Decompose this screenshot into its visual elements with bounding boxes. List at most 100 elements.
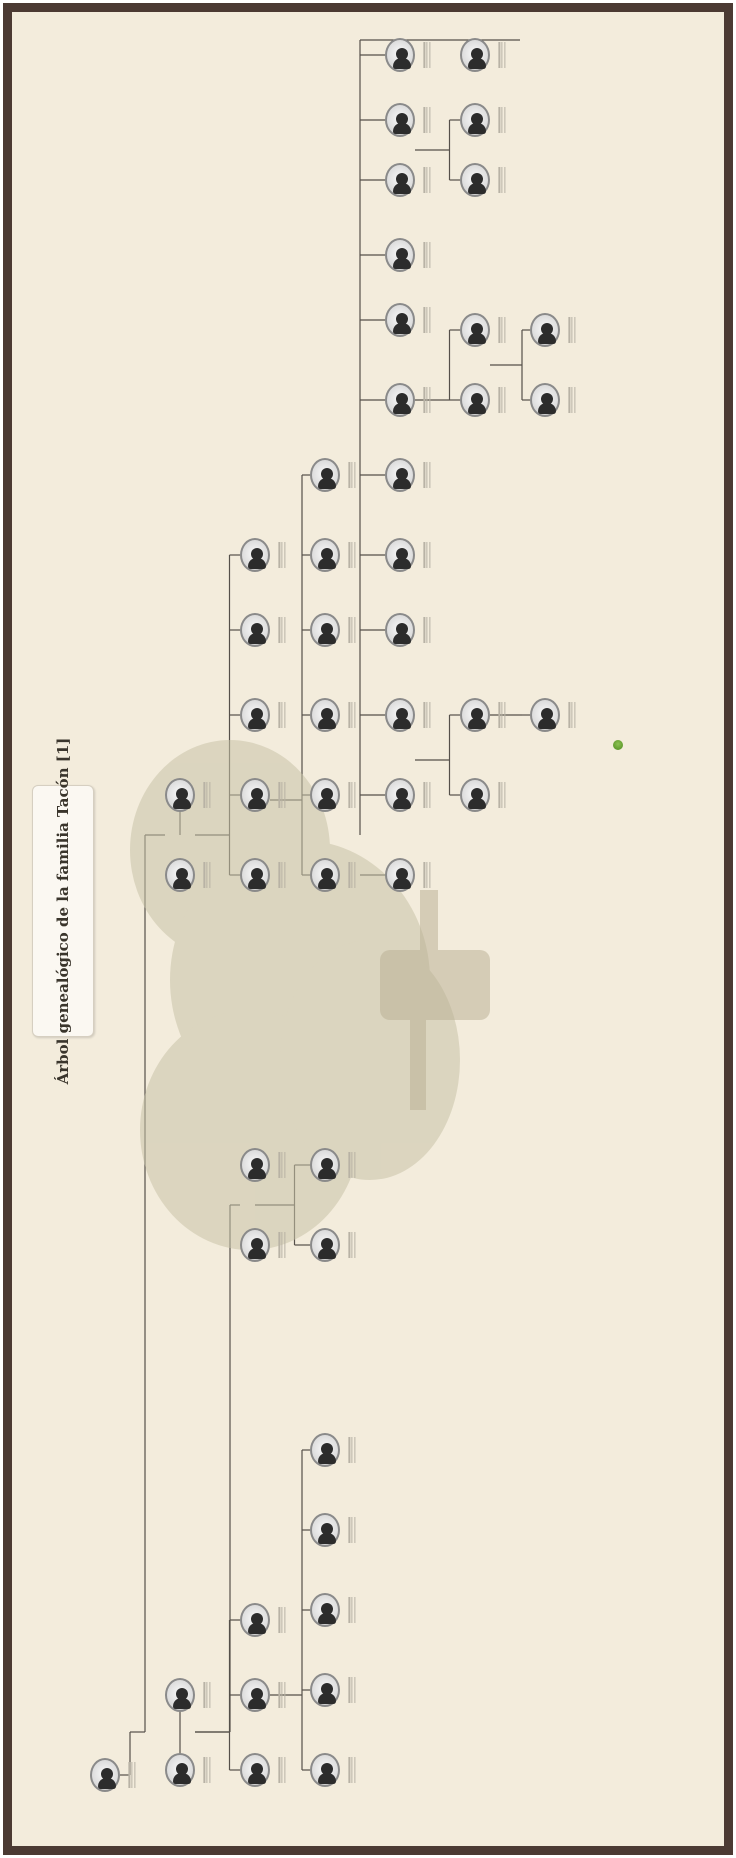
person-node[interactable]: [165, 1753, 217, 1787]
person-node[interactable]: [385, 238, 437, 272]
person-label: [270, 699, 294, 731]
person-label: [415, 304, 439, 336]
silhouette-body-icon: [318, 478, 336, 489]
person-label: [560, 384, 584, 416]
person-node[interactable]: [310, 1513, 362, 1547]
portrait-frame: [385, 778, 415, 812]
silhouette-body-icon: [393, 558, 411, 569]
person-node[interactable]: [460, 163, 512, 197]
person-label: [270, 1604, 294, 1636]
portrait-frame: [310, 698, 340, 732]
person-node[interactable]: [530, 698, 582, 732]
person-node[interactable]: [90, 1758, 142, 1792]
person-node[interactable]: [385, 163, 437, 197]
person-node[interactable]: [460, 313, 512, 347]
person-node[interactable]: [240, 1678, 292, 1712]
person-label: [415, 39, 439, 71]
person-label: [270, 1149, 294, 1181]
silhouette-body-icon: [468, 798, 486, 809]
silhouette-body-icon: [468, 123, 486, 134]
person-label: [560, 314, 584, 346]
person-label: [270, 614, 294, 646]
person-label: [195, 1679, 219, 1711]
person-node[interactable]: [240, 1228, 292, 1262]
portrait-frame: [385, 303, 415, 337]
silhouette-body-icon: [538, 333, 556, 344]
person-node[interactable]: [385, 613, 437, 647]
person-node[interactable]: [165, 858, 217, 892]
person-node[interactable]: [310, 1673, 362, 1707]
person-node[interactable]: [165, 1678, 217, 1712]
person-node[interactable]: [240, 1603, 292, 1637]
portrait-frame: [310, 458, 340, 492]
portrait-frame: [460, 163, 490, 197]
person-label: [340, 1594, 364, 1626]
person-node[interactable]: [310, 538, 362, 572]
person-node[interactable]: [310, 458, 362, 492]
person-node[interactable]: [310, 778, 362, 812]
person-label: [415, 699, 439, 731]
person-node[interactable]: [310, 613, 362, 647]
person-node[interactable]: [310, 698, 362, 732]
silhouette-body-icon: [538, 403, 556, 414]
portrait-frame: [460, 698, 490, 732]
person-node[interactable]: [460, 383, 512, 417]
silhouette-body-icon: [318, 1693, 336, 1704]
person-node[interactable]: [310, 1433, 362, 1467]
portrait-frame: [165, 1678, 195, 1712]
person-node[interactable]: [385, 778, 437, 812]
person-node[interactable]: [385, 538, 437, 572]
portrait-frame: [240, 1228, 270, 1262]
person-node[interactable]: [310, 1753, 362, 1787]
person-node[interactable]: [165, 778, 217, 812]
person-node[interactable]: [385, 858, 437, 892]
silhouette-body-icon: [318, 1613, 336, 1624]
person-node[interactable]: [385, 458, 437, 492]
silhouette-body-icon: [248, 1623, 266, 1634]
person-node[interactable]: [240, 1753, 292, 1787]
portrait-frame: [460, 778, 490, 812]
person-node[interactable]: [460, 698, 512, 732]
person-label: [340, 779, 364, 811]
person-node[interactable]: [240, 698, 292, 732]
silhouette-body-icon: [318, 878, 336, 889]
person-node[interactable]: [385, 383, 437, 417]
person-label: [415, 459, 439, 491]
person-node[interactable]: [460, 103, 512, 137]
person-label: [195, 859, 219, 891]
portrait-frame: [310, 1433, 340, 1467]
person-node[interactable]: [240, 613, 292, 647]
person-node[interactable]: [460, 778, 512, 812]
person-node[interactable]: [385, 103, 437, 137]
silhouette-body-icon: [248, 633, 266, 644]
person-node[interactable]: [460, 38, 512, 72]
person-node[interactable]: [385, 38, 437, 72]
person-node[interactable]: [240, 778, 292, 812]
silhouette-body-icon: [248, 878, 266, 889]
portrait-frame: [90, 1758, 120, 1792]
person-node[interactable]: [530, 383, 582, 417]
silhouette-body-icon: [538, 718, 556, 729]
person-label: [490, 104, 514, 136]
portrait-frame: [385, 858, 415, 892]
person-node[interactable]: [310, 1228, 362, 1262]
silhouette-body-icon: [98, 1778, 116, 1789]
person-label: [340, 699, 364, 731]
person-label: [340, 459, 364, 491]
portrait-frame: [530, 698, 560, 732]
person-node[interactable]: [240, 538, 292, 572]
silhouette-body-icon: [318, 1533, 336, 1544]
silhouette-body-icon: [173, 1698, 191, 1709]
person-node[interactable]: [240, 1148, 292, 1182]
silhouette-body-icon: [393, 258, 411, 269]
person-node[interactable]: [240, 858, 292, 892]
person-node[interactable]: [385, 303, 437, 337]
person-node[interactable]: [310, 858, 362, 892]
person-node[interactable]: [530, 313, 582, 347]
person-node[interactable]: [310, 1148, 362, 1182]
silhouette-body-icon: [248, 558, 266, 569]
silhouette-body-icon: [468, 333, 486, 344]
person-node[interactable]: [385, 698, 437, 732]
person-node[interactable]: [310, 1593, 362, 1627]
person-label: [490, 384, 514, 416]
